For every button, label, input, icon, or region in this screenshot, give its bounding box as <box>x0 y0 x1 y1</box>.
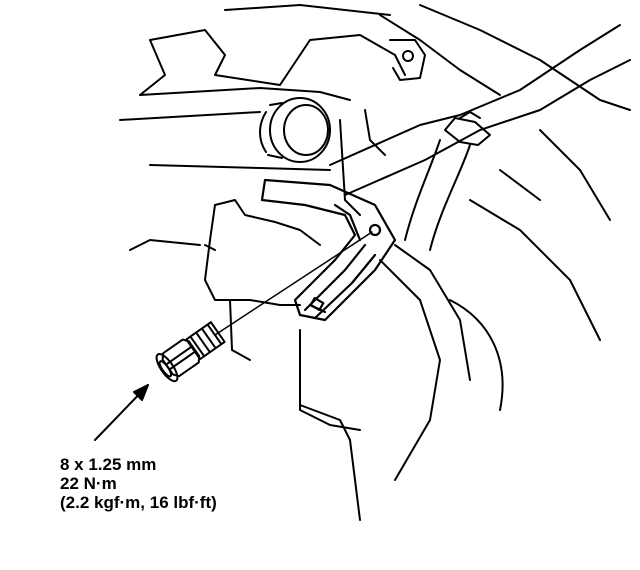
alignment-line <box>214 231 373 336</box>
hose-clamp <box>444 111 491 146</box>
lower-housing <box>204 129 611 521</box>
engine-block-outline <box>119 4 631 251</box>
engine-boss <box>259 97 331 163</box>
bracket <box>260 178 397 322</box>
bolt <box>155 321 226 383</box>
bolt-size-label: 8 x 1.25 mm <box>60 455 157 474</box>
coolant-hose <box>329 24 631 251</box>
torque-alt-label: (2.2 kgf·m, 16 lbf·ft) <box>60 493 217 512</box>
leader-arrow <box>94 384 149 441</box>
torque-nm-label: 22 N·m <box>60 474 117 493</box>
